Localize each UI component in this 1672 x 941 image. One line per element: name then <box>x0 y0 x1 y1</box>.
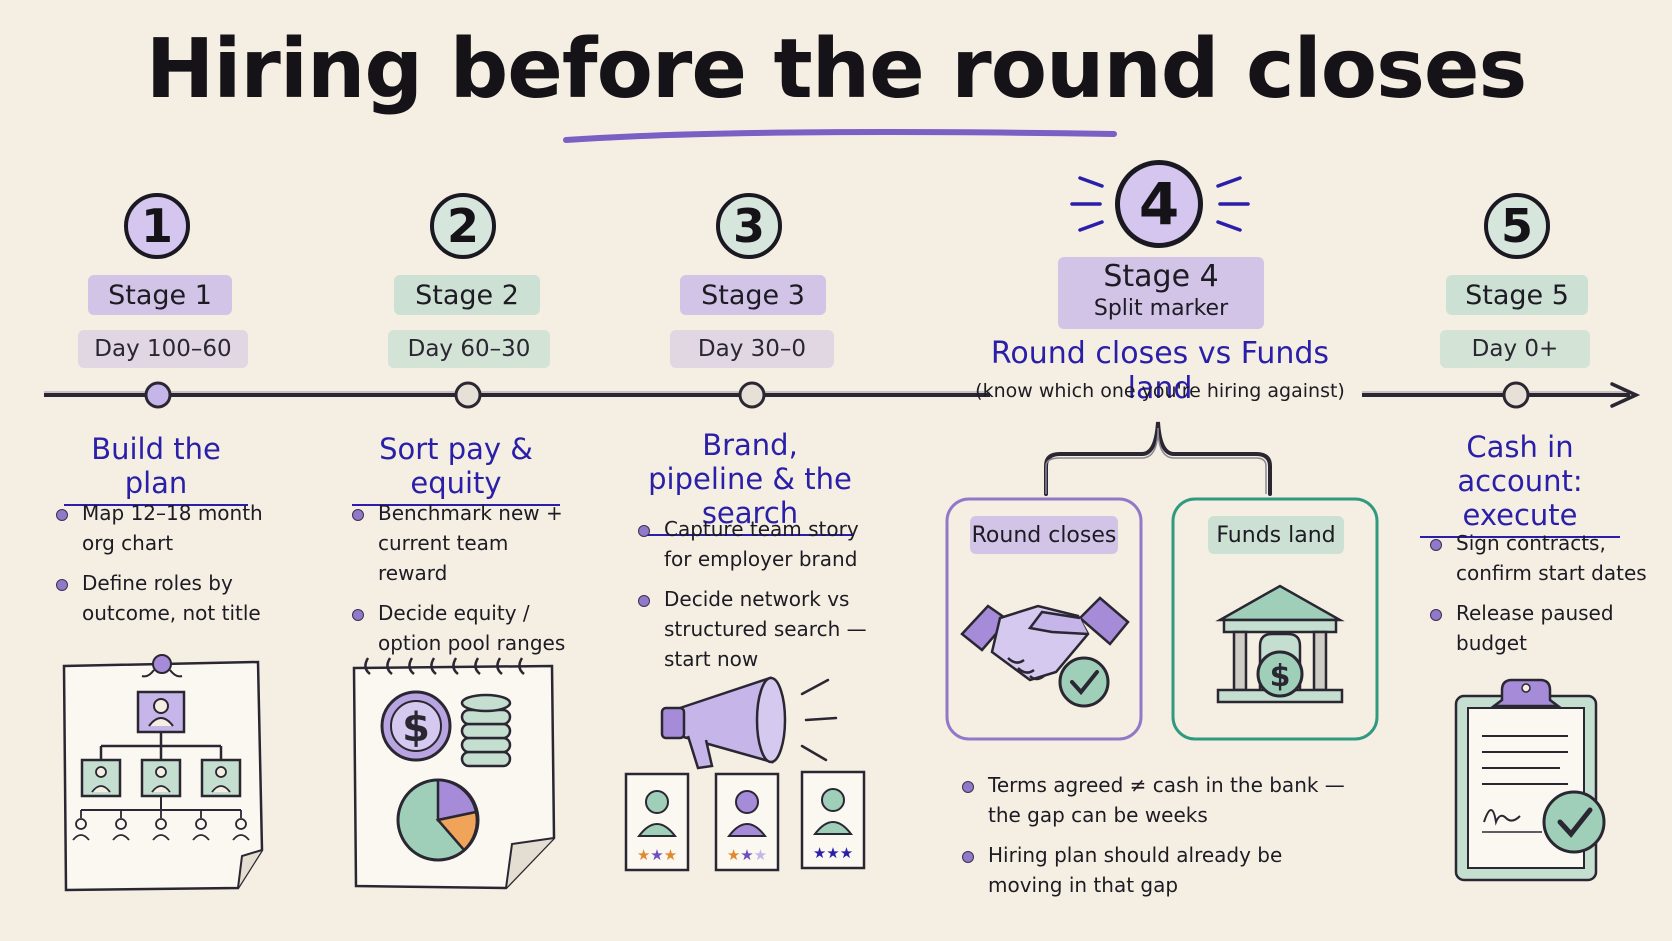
stage-4-sublabel: Split marker <box>1093 296 1229 321</box>
svg-text:★★★: ★★★ <box>813 844 853 862</box>
timeline-line <box>44 382 1641 408</box>
funds-land-label: Funds land <box>1208 516 1344 554</box>
stage-1-heading: Build the plan <box>64 432 248 506</box>
stage-3-day: Day 30–0 <box>670 330 834 368</box>
stage-4-bullet: Hiring plan should already be moving in … <box>960 840 1360 900</box>
stage-1-bullet: Define roles by outcome, not title <box>54 568 264 628</box>
stage-1-bullet: Map 12–18 month org chart <box>54 498 264 558</box>
stage-4-heading: Round closes vs Funds land <box>990 336 1330 406</box>
stage-1-number: 1 <box>124 193 190 259</box>
svg-text:★★★: ★★★ <box>637 846 677 864</box>
stage-3-bullet: Capture team story for employer brand <box>636 514 876 574</box>
svg-text:★★★: ★★★ <box>727 846 767 864</box>
megaphone-candidates-icon: ★★★ ★★★ ★★★ <box>624 676 866 872</box>
page-title: Hiring before the round closes <box>145 22 1528 117</box>
stage-5-label: Stage 5 <box>1446 275 1588 315</box>
round-closes-box <box>945 497 1143 741</box>
timeline-marker-3 <box>738 381 766 409</box>
emphasis-lines-icon <box>1070 176 1250 232</box>
stage-4-subheading: (know which one you're hiring against) <box>975 380 1345 402</box>
stage-1-label: Stage 1 <box>88 275 232 315</box>
stage-2-label: Stage 2 <box>394 275 540 315</box>
stage-5-day: Day 0+ <box>1440 330 1590 368</box>
stage-2-number: 2 <box>430 193 496 259</box>
round-closes-label: Round closes <box>970 516 1118 554</box>
stage-3-heading: Brand, pipeline & the search <box>646 428 854 536</box>
stage-2-bullet: Benchmark new + current team reward <box>350 498 574 588</box>
stage-3-bullets: Capture team story for employer brand De… <box>636 514 876 684</box>
stage-4-label-group: Stage 4 Split marker <box>1058 257 1264 329</box>
split-brace-icon <box>1044 421 1272 496</box>
stage-4-bullets: Terms agreed ≠ cash in the bank — the ga… <box>960 770 1360 910</box>
stage-4-number: 4 <box>1115 160 1203 248</box>
stage-5-heading: Cash in account: execute <box>1420 430 1620 538</box>
stage-1-day: Day 100–60 <box>78 330 248 368</box>
stage-3-number: 3 <box>716 193 782 259</box>
stage-4-label: Stage 4 <box>1103 259 1219 294</box>
funds-land-box <box>1171 497 1379 741</box>
org-chart-icon <box>62 654 264 892</box>
handshake-check-icon <box>960 596 1130 708</box>
clipboard-check-icon <box>1454 678 1606 882</box>
stage-1-bullets: Map 12–18 month org chart Define roles b… <box>54 498 264 638</box>
stage-2-day: Day 60–30 <box>388 330 550 368</box>
stage-5-bullet: Sign contracts, confirm start dates <box>1428 528 1664 588</box>
bank-dollar-icon: $ <box>1215 584 1345 704</box>
timeline-marker-1 <box>144 381 172 409</box>
stage-2-bullet: Decide equity / option pool ranges <box>350 598 574 658</box>
title-underline <box>563 129 1117 143</box>
stage-3-label: Stage 3 <box>680 275 826 315</box>
svg-text:$: $ <box>402 705 430 751</box>
svg-text:$: $ <box>1270 659 1291 694</box>
timeline-marker-2 <box>454 381 482 409</box>
stage-4-bullet: Terms agreed ≠ cash in the bank — the ga… <box>960 770 1360 830</box>
calendar-money-icon: $ <box>352 657 556 890</box>
stage-2-bullets: Benchmark new + current team reward Deci… <box>350 498 574 668</box>
stage-3-bullet: Decide network vs structured search — st… <box>636 584 876 674</box>
stage-5-bullet: Release paused budget <box>1428 598 1664 658</box>
stage-5-bullets: Sign contracts, confirm start dates Rele… <box>1428 528 1664 668</box>
timeline-marker-5 <box>1502 381 1530 409</box>
stage-5-number: 5 <box>1484 193 1550 259</box>
stage-2-heading: Sort pay & equity <box>352 432 560 506</box>
